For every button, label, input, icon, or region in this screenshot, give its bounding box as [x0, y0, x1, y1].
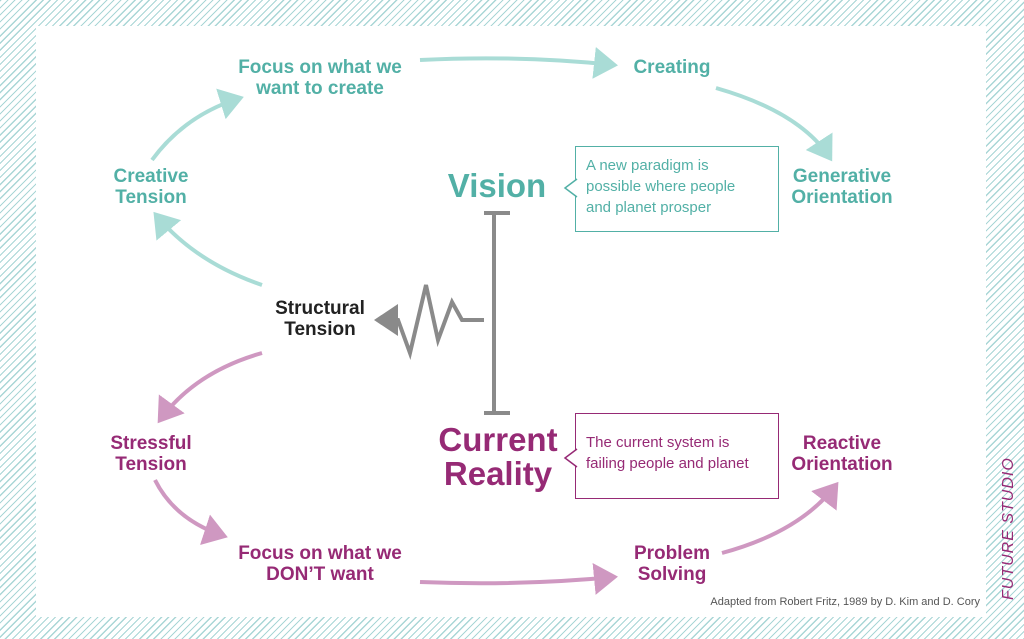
label-current-reality: Current Reality [438, 421, 558, 492]
arrow-stressful-to-focus [153, 479, 228, 545]
arrow-focus-to-problem [419, 562, 618, 595]
callout-vision-pointer [563, 178, 578, 198]
arrow-problem-to-reactive [721, 481, 839, 555]
arrow-structural-to-stressful [157, 351, 263, 424]
diagram-panel [36, 26, 986, 617]
arrow-creating-to-generative [715, 86, 833, 162]
tension-connector [484, 211, 510, 415]
label-reactive-orientation: Reactive Orientation [791, 433, 893, 475]
label-vision: Vision [447, 167, 547, 204]
callout-reality-text: The current system is failing people and… [586, 434, 749, 472]
callout-reality-pointer [563, 448, 578, 468]
label-focus-create: Focus on what we want to create [238, 57, 402, 99]
label-stressful-tension: Stressful Tension [110, 433, 192, 475]
callout-vision-text: A new paradigm is possible where people … [586, 157, 736, 216]
callout-vision: A new paradigm is possible where people … [575, 146, 779, 232]
brand-label: FUTURE STUDIO [1000, 457, 1017, 600]
label-focus-dont: Focus on what we DON’T want [238, 543, 402, 585]
callout-reality: The current system is failing people and… [575, 413, 779, 499]
label-creative-tension: Creative Tension [113, 166, 189, 208]
arrow-creative-to-focus [150, 88, 244, 162]
credit-text: Adapted from Robert Fritz, 1989 by D. Ki… [710, 596, 980, 608]
arrow-focus-to-creating [419, 46, 618, 79]
arrow-structural-to-creative [153, 211, 263, 287]
label-structural-tension: Structural Tension [275, 298, 365, 340]
label-problem-solving: Problem Solving [633, 543, 711, 585]
zigzag-arrow [374, 284, 484, 360]
label-creating: Creating [633, 57, 711, 78]
label-generative-orientation: Generative Orientation [791, 166, 893, 208]
